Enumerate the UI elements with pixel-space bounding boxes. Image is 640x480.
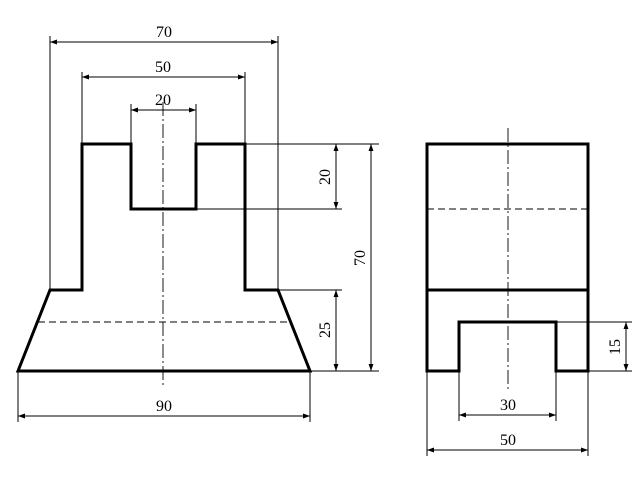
dim-label-90-base: 90: [156, 398, 172, 415]
dim-label-20-depth: 20: [317, 169, 334, 185]
dim-label-50-upper: 50: [155, 59, 171, 76]
dim-label-25-base: 25: [317, 322, 334, 338]
dim-label-70-top: 70: [156, 24, 172, 41]
dim-label-15-notch: 15: [607, 339, 624, 355]
side-view-outline: [425, 142, 590, 373]
front-view-outline: [15, 142, 313, 373]
side-view: 15 30 50: [425, 128, 632, 456]
dim-label-30-notch: 30: [500, 397, 516, 414]
dim-label-70-height: 70: [352, 250, 369, 266]
dim-label-50-side: 50: [500, 432, 516, 449]
dim-label-20-slot: 20: [155, 92, 171, 109]
front-view: 70 50 20 90 20 25 70: [15, 24, 379, 422]
